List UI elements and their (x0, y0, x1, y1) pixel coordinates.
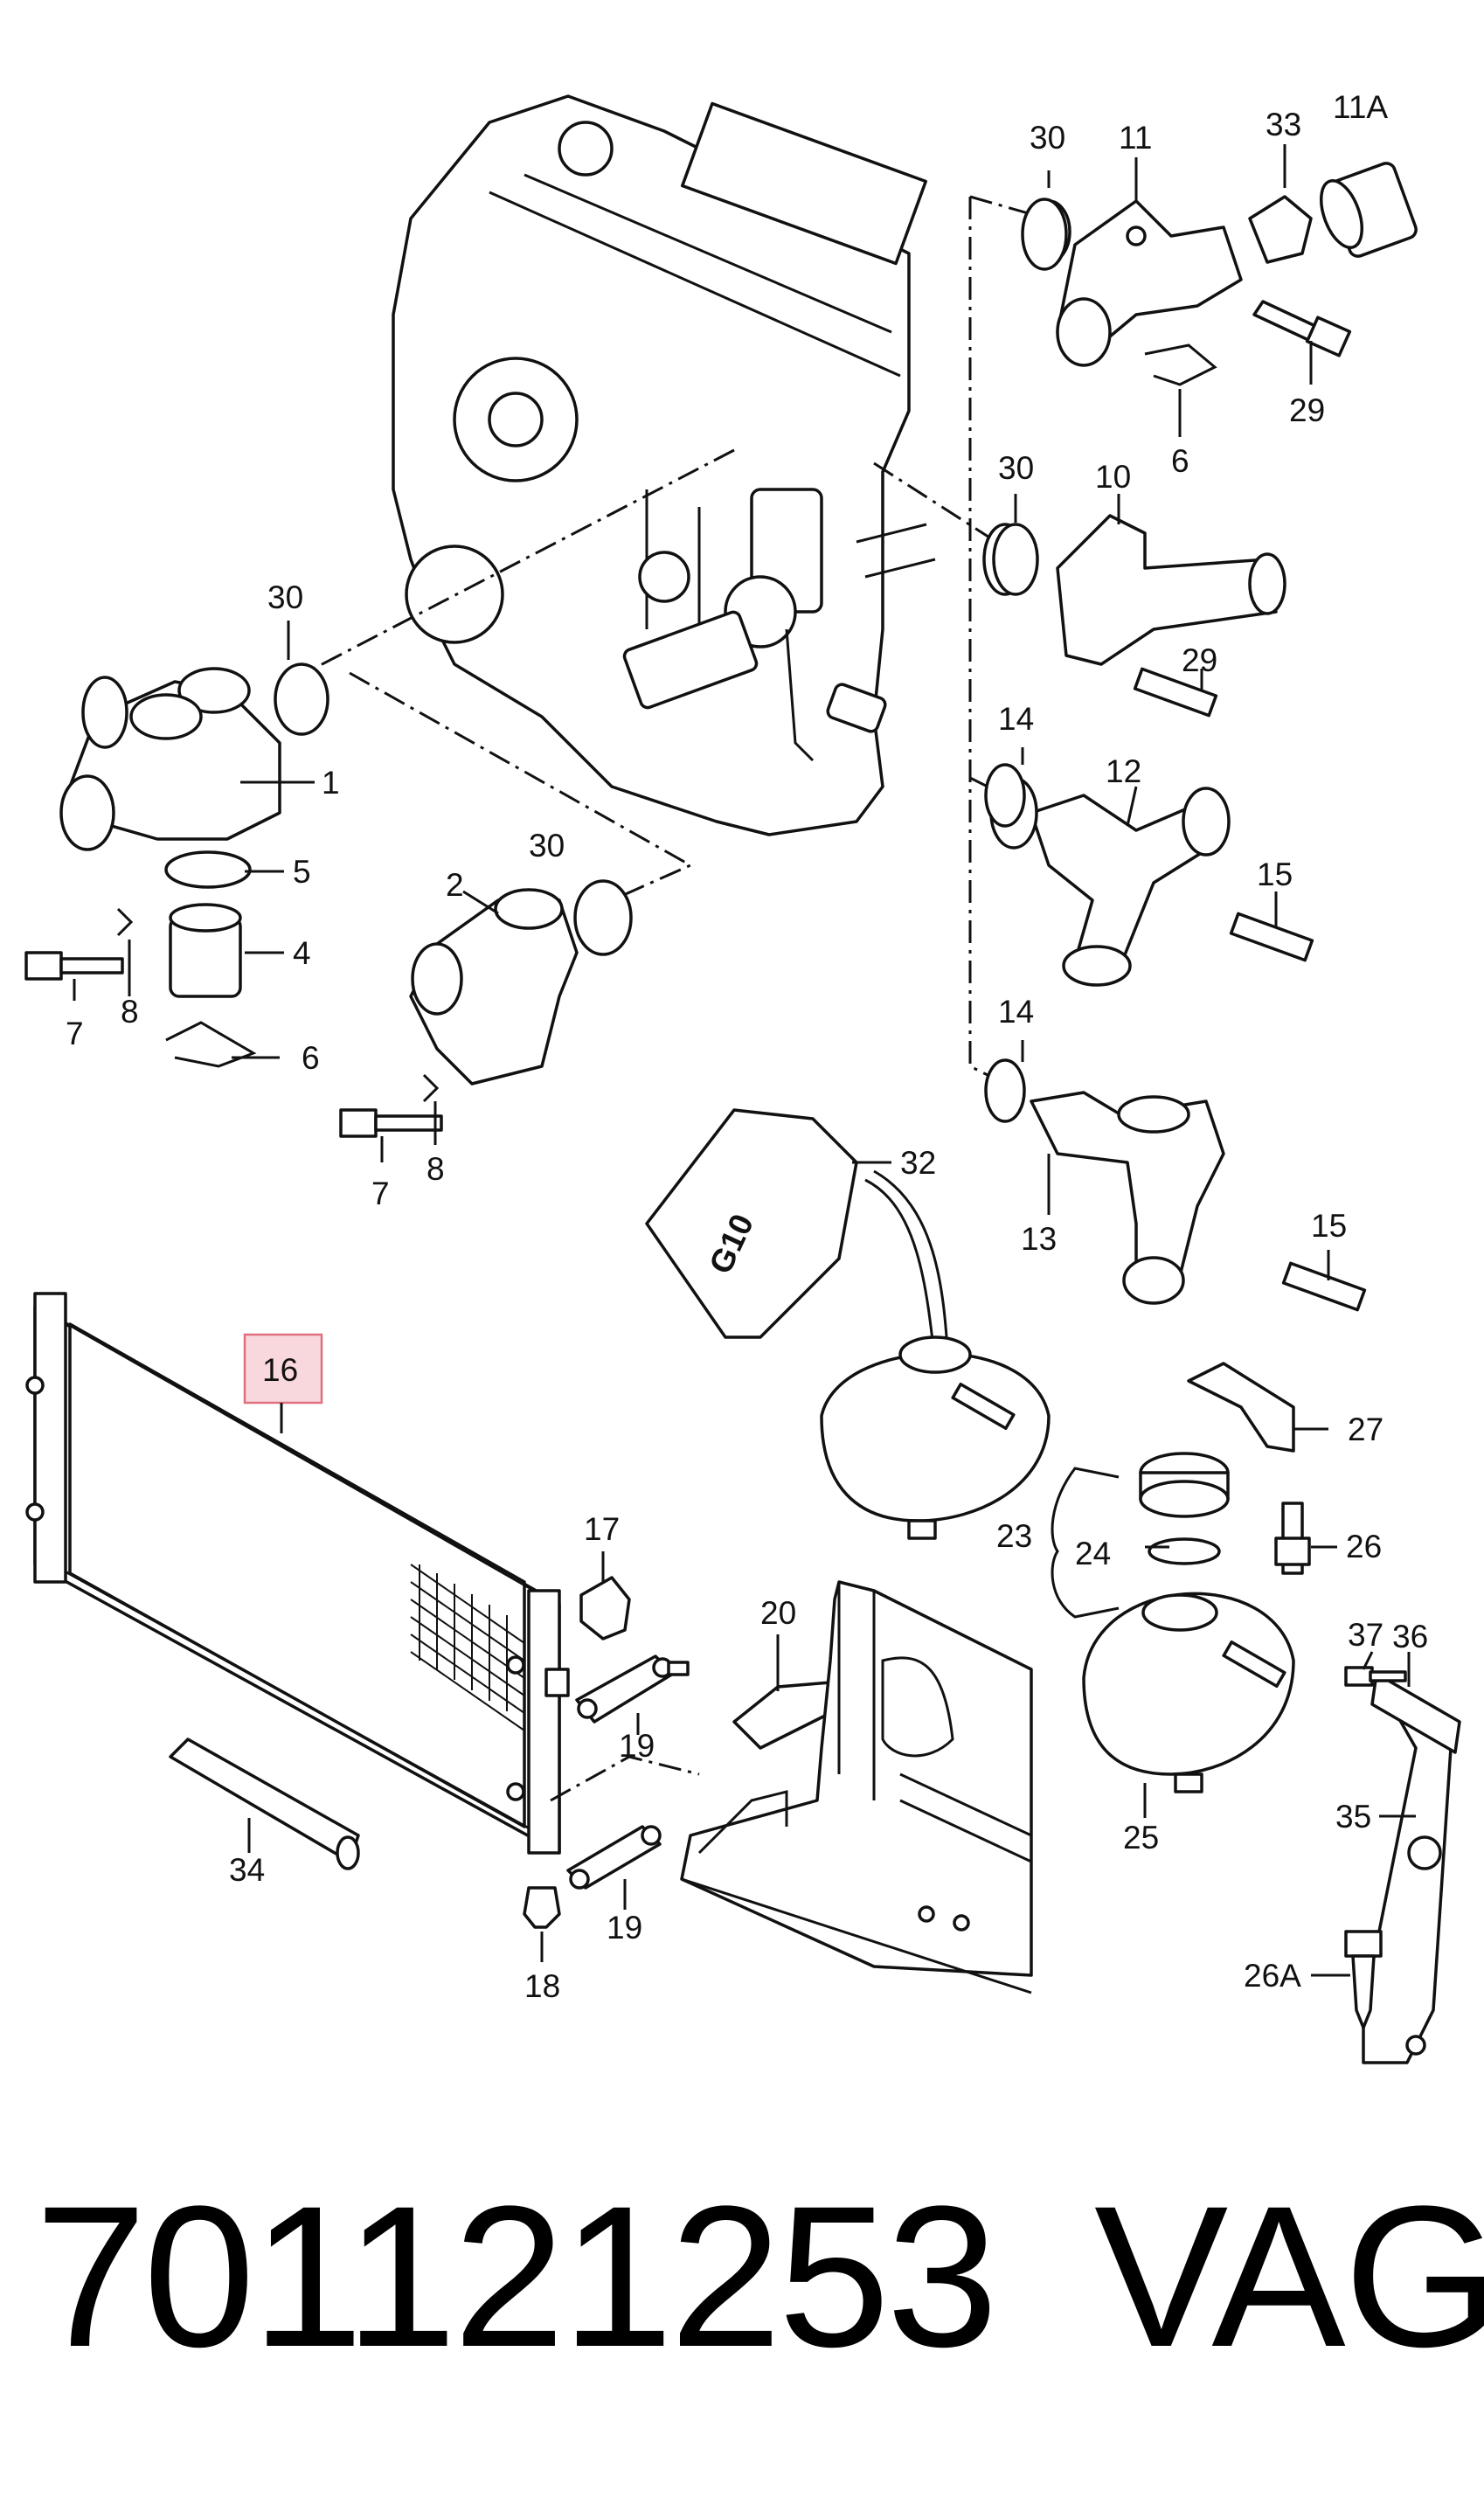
part-6b-clip (165, 1021, 257, 1068)
part-1-housing (59, 667, 281, 851)
part-30c-gasket (274, 662, 329, 736)
callout-35: 35 (1335, 1799, 1371, 1835)
callout-19: 19 (607, 1910, 642, 1946)
leader-11-bracket (969, 195, 1032, 216)
leader-frame (550, 1755, 700, 1802)
part-5-seal (164, 850, 252, 889)
part-16-radiator (25, 1292, 561, 1855)
part-26-bolt (1274, 1502, 1311, 1575)
part-32-coolant-canister: G10 (645, 1108, 950, 1364)
part-26A-screw (1344, 1930, 1383, 2029)
expansion-tank-upper (820, 1335, 1051, 1540)
callout-17: 17 (584, 1511, 620, 1547)
leader-engine-to-30a (968, 197, 988, 1077)
callout-25: 25 (1123, 1820, 1159, 1856)
callout-33: 33 (1266, 107, 1301, 142)
callout-11: 11 (1119, 120, 1152, 156)
callout-14: 14 (998, 994, 1034, 1030)
part-30b-gasket (992, 523, 1039, 596)
part-14b-gasket (984, 1058, 1026, 1123)
callout-30: 30 (1030, 120, 1065, 156)
brand-name: VAG (1094, 2164, 1484, 2389)
callout-6: 6 (1171, 443, 1189, 479)
parts-diagram: G10 (24, 89, 1461, 2064)
callout-26: 26 (1346, 1529, 1382, 1564)
callout-leaders (73, 144, 1416, 1977)
part-2-housing (409, 888, 579, 1086)
vehicle-front-section (680, 1580, 1033, 1994)
callout-32: 32 (900, 1145, 936, 1181)
part-25-tank (1082, 1592, 1295, 1793)
callout-16: 16 (262, 1352, 298, 1388)
part-8a-washer (116, 907, 134, 937)
part-20-bracket (732, 1681, 832, 1750)
callout-23: 23 (996, 1518, 1032, 1554)
callout-5: 5 (293, 854, 311, 890)
callout-1: 1 (322, 765, 340, 801)
callout-15: 15 (1311, 1208, 1347, 1244)
callout-4: 4 (293, 935, 311, 971)
callout-8: 8 (426, 1151, 445, 1187)
part-19a-link (575, 1654, 690, 1724)
part-8b-washer (422, 1073, 440, 1103)
callout-8: 8 (121, 994, 139, 1030)
callout-26A: 26A (1244, 1958, 1301, 1994)
callout-30: 30 (998, 450, 1034, 486)
part-24-seal (1148, 1537, 1221, 1565)
leader-engine-to-2 (349, 671, 694, 902)
part-27-bracket (1187, 1362, 1295, 1453)
part-34-strip (169, 1738, 360, 1863)
part-37-screw (1344, 1666, 1407, 1687)
part-number: 701121253 (35, 2164, 998, 2389)
callout-11A: 11A (1333, 89, 1388, 125)
part-18-grommet (523, 1886, 561, 1929)
callout-30: 30 (267, 579, 303, 615)
part-14a-gasket (984, 763, 1026, 828)
callout-6: 6 (302, 1040, 320, 1076)
callout-36: 36 (1392, 1619, 1428, 1654)
part-23-cap (1139, 1452, 1230, 1518)
part-7b-bolt (339, 1108, 443, 1138)
part-29a-bolt (1252, 300, 1352, 357)
callout-13: 13 (1021, 1221, 1057, 1257)
part-30a-gasket (1021, 198, 1068, 271)
part-36-strip (1370, 1672, 1461, 1754)
callout-12: 12 (1106, 753, 1141, 789)
part-7a-bolt (24, 951, 124, 981)
callout-29: 29 (1182, 642, 1217, 678)
highlight-box-16 (243, 1333, 323, 1405)
callout-18: 18 (524, 1968, 560, 2004)
part-17-mount (579, 1576, 631, 1641)
callout-10: 10 (1095, 459, 1131, 495)
callout-14: 14 (998, 701, 1034, 737)
bracket-23 (1051, 1467, 1120, 1619)
callout-19: 19 (619, 1728, 655, 1764)
engine-block (392, 94, 936, 836)
callout-15: 15 (1257, 857, 1293, 892)
callout-2: 2 (446, 867, 464, 903)
part-11A-filter (1320, 162, 1418, 258)
part-19b-link (566, 1825, 662, 1890)
part-30d-gasket (573, 879, 633, 956)
leader-engine-to-10 (873, 461, 997, 544)
callout-30: 30 (529, 828, 565, 864)
part-4-thermostat (169, 903, 242, 998)
callout-7: 7 (371, 1176, 390, 1211)
leader-engine-to-1 (288, 448, 735, 683)
part-33-clamp (1248, 195, 1313, 264)
part-6a-clip (1144, 343, 1217, 386)
callout-20: 20 (760, 1595, 796, 1631)
callout-34: 34 (229, 1852, 265, 1888)
callout-7: 7 (66, 1016, 84, 1051)
callout-24: 24 (1075, 1536, 1111, 1571)
callout-27: 27 (1348, 1412, 1383, 1447)
leader-14a (969, 776, 988, 788)
part-13-pipe (1030, 1091, 1367, 1312)
callout-37: 37 (1348, 1617, 1383, 1653)
callout-29: 29 (1289, 392, 1325, 428)
